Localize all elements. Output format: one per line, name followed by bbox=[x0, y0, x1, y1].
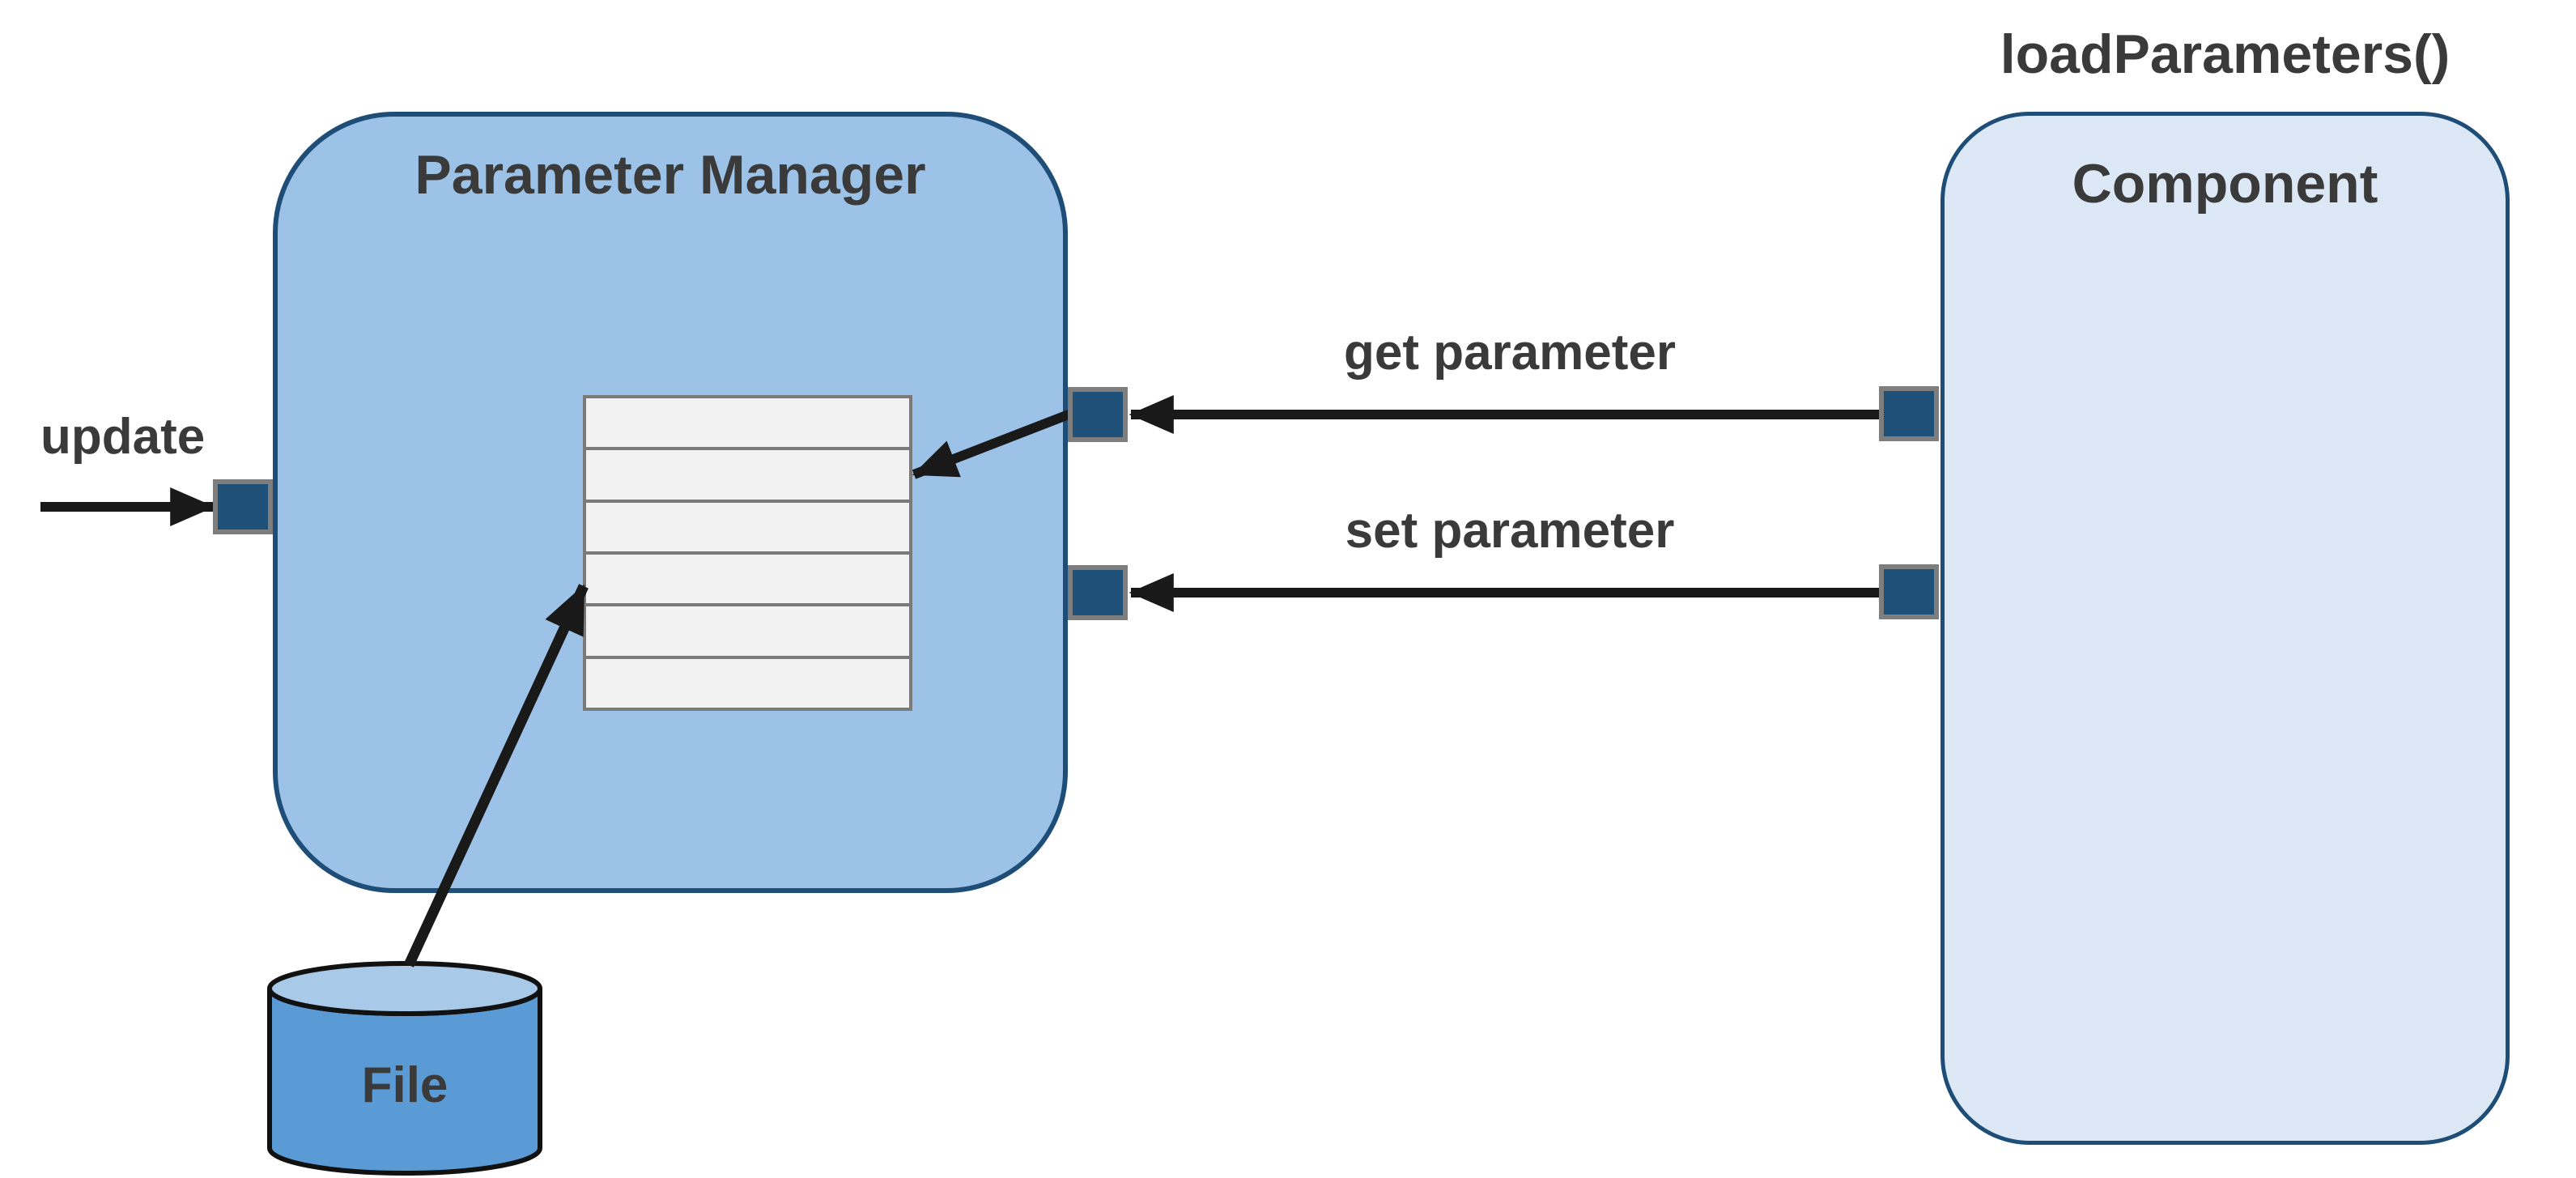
parameter-table-row bbox=[586, 603, 909, 656]
parameter-manager-title: Parameter Manager bbox=[414, 144, 926, 206]
file-cylinder-top bbox=[267, 961, 542, 1016]
pm-get-port bbox=[1068, 387, 1128, 442]
parameter-table-row bbox=[586, 499, 909, 551]
update-port bbox=[213, 479, 273, 534]
set-parameter-label: set parameter bbox=[1345, 503, 1675, 559]
component-get-port bbox=[1879, 386, 1939, 441]
get-parameter-label: get parameter bbox=[1343, 325, 1677, 381]
load-parameters-annotation: loadParameters() bbox=[2000, 23, 2451, 85]
parameter-table-row bbox=[586, 447, 909, 500]
parameter-table bbox=[583, 395, 912, 711]
file-label: File bbox=[361, 1057, 448, 1113]
update-label: update bbox=[40, 409, 206, 465]
component-box: Component bbox=[1941, 112, 2510, 1145]
pm-set-port bbox=[1068, 565, 1128, 620]
component-set-port bbox=[1879, 564, 1939, 619]
component-title: Component bbox=[2072, 153, 2378, 215]
parameter-table-row bbox=[586, 551, 909, 604]
parameter-table-row bbox=[586, 398, 909, 448]
parameter-table-row bbox=[586, 655, 909, 708]
